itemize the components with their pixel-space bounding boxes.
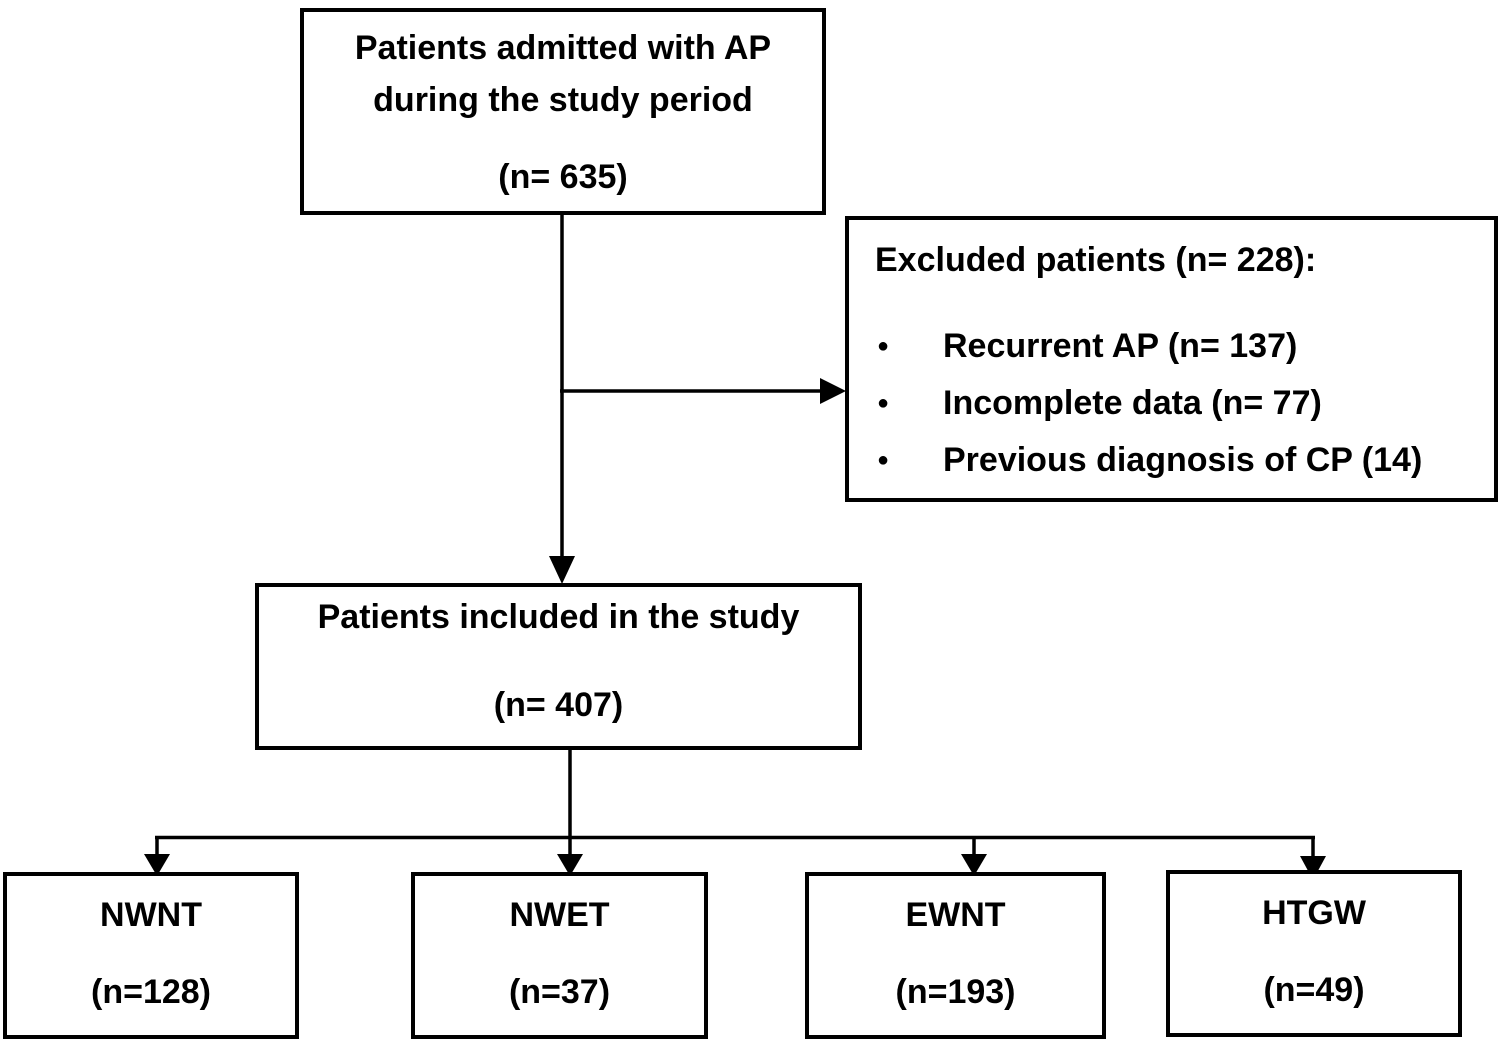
list-item: ● Recurrent AP (n= 137): [877, 318, 1494, 375]
box-admitted-count: (n= 635): [498, 158, 628, 196]
group-count: (n=193): [895, 973, 1016, 1011]
bullet-icon: ●: [877, 392, 890, 414]
group-label: NWNT: [100, 896, 202, 934]
box-included-count: (n= 407): [493, 686, 624, 724]
excluded-reason-text: Previous diagnosis of CP (14): [943, 441, 1423, 479]
list-item: ● Previous diagnosis of CP (14): [877, 432, 1494, 489]
box-included-title: Patients included in the study: [317, 598, 800, 636]
box-admitted-title-line2: during the study period: [373, 81, 753, 119]
excluded-reasons-list: ● Recurrent AP (n= 137) ● Incomplete dat…: [877, 318, 1494, 489]
excluded-reason-text: Recurrent AP (n= 137): [943, 327, 1298, 365]
excluded-reason-text: Incomplete data (n= 77): [943, 384, 1322, 422]
box-group-nwnt: NWNT (n=128): [3, 872, 299, 1039]
group-label: NWET: [509, 896, 610, 934]
box-group-htgw: HTGW (n=49): [1166, 870, 1462, 1037]
box-excluded: Excluded patients (n= 228): ● Recurrent …: [845, 216, 1498, 502]
box-admitted: Patients admitted with AP during the stu…: [300, 8, 826, 215]
box-included: Patients included in the study (n= 407): [255, 583, 862, 750]
list-item: ● Incomplete data (n= 77): [877, 375, 1494, 432]
box-admitted-title: Patients admitted with AP during the stu…: [304, 22, 822, 126]
group-label: EWNT: [905, 896, 1006, 934]
group-count: (n=37): [508, 973, 611, 1011]
group-count: (n=128): [91, 973, 211, 1011]
box-group-ewnt: EWNT (n=193): [805, 872, 1106, 1039]
box-excluded-heading: Excluded patients (n= 228):: [875, 241, 1317, 279]
group-count: (n=49): [1263, 971, 1365, 1009]
box-admitted-title-line1: Patients admitted with AP: [354, 29, 772, 67]
group-label: HTGW: [1262, 894, 1366, 932]
box-group-nwet: NWET (n=37): [411, 872, 708, 1039]
bullet-icon: ●: [877, 335, 890, 357]
arrowhead-right-icon: [820, 378, 846, 404]
bullet-icon: ●: [877, 449, 890, 471]
arrowhead-down-icon: [549, 556, 575, 584]
